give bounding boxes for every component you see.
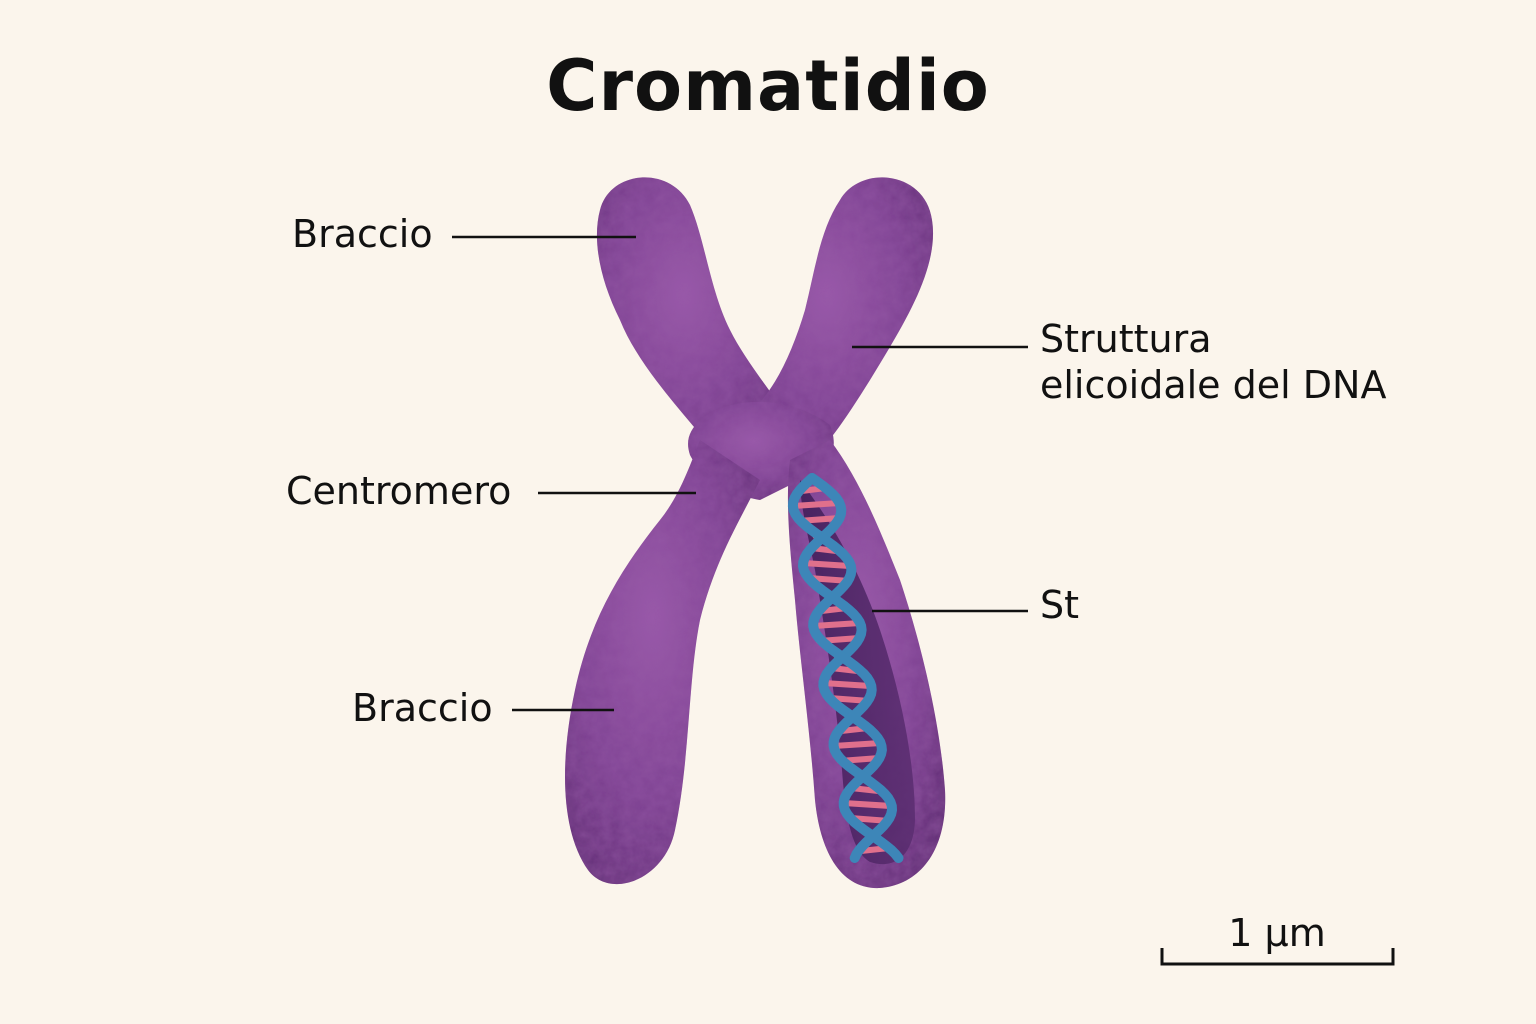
dna-base-pair — [810, 620, 864, 629]
dna-backbone-strand-b — [787, 473, 898, 863]
arm-upper-right — [740, 177, 934, 470]
dna-base-pair — [840, 800, 894, 809]
arm-upper-left — [596, 177, 790, 470]
label-centromere: Centromero — [286, 469, 512, 513]
dna-backbone-strand-a — [797, 473, 904, 863]
arm-lower-left — [565, 440, 760, 885]
dna-base-pair — [790, 500, 843, 509]
dna-base-pair — [830, 740, 884, 749]
dna-double-helix — [787, 473, 904, 863]
diagram-title: Cromatidio — [546, 45, 990, 127]
dna-base-pair — [800, 560, 853, 569]
label-helix-structure: Struttura elicoidale del DNA — [1040, 316, 1386, 408]
dna-base-pair — [820, 680, 874, 689]
label-arm-top: Braccio — [292, 212, 433, 256]
label-st: St — [1040, 583, 1080, 627]
scale-bar-label: 1 µm — [1228, 911, 1326, 955]
label-helix-line2: elicoidale del DNA — [1040, 363, 1387, 407]
leader-lines — [452, 235, 1028, 712]
label-arm-bottom: Braccio — [352, 686, 493, 730]
label-helix-line1: Struttura — [1040, 317, 1212, 361]
scale-bar — [1160, 948, 1395, 966]
